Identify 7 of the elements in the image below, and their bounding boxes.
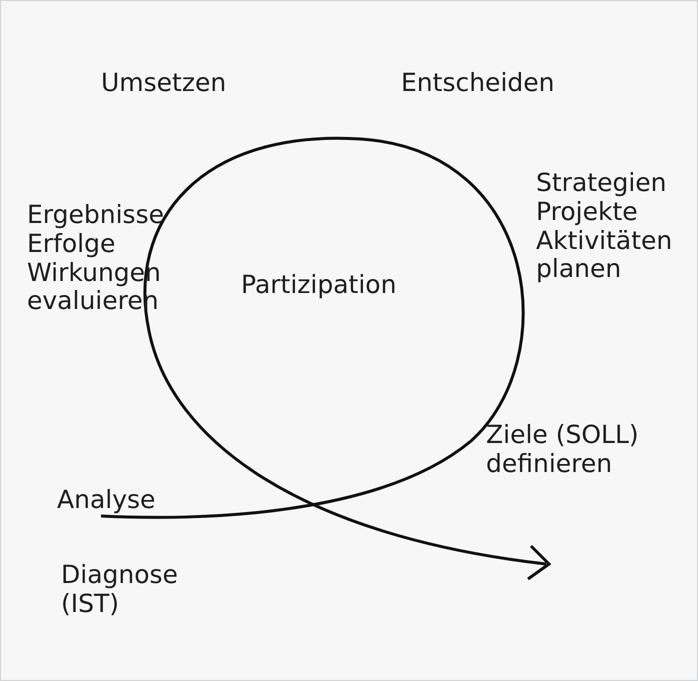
stage-label: Strategien Projekte Aktivitäten planen xyxy=(536,169,672,284)
stage-label: Analyse xyxy=(57,486,156,515)
center-label: Partizipation xyxy=(241,271,396,300)
stage-label: Entscheiden xyxy=(401,69,554,98)
stage-label: Umsetzen xyxy=(101,69,226,98)
stage-label: Ziele (SOLL) definieren xyxy=(486,421,640,478)
stage-label: Diagnose (IST) xyxy=(61,561,178,618)
